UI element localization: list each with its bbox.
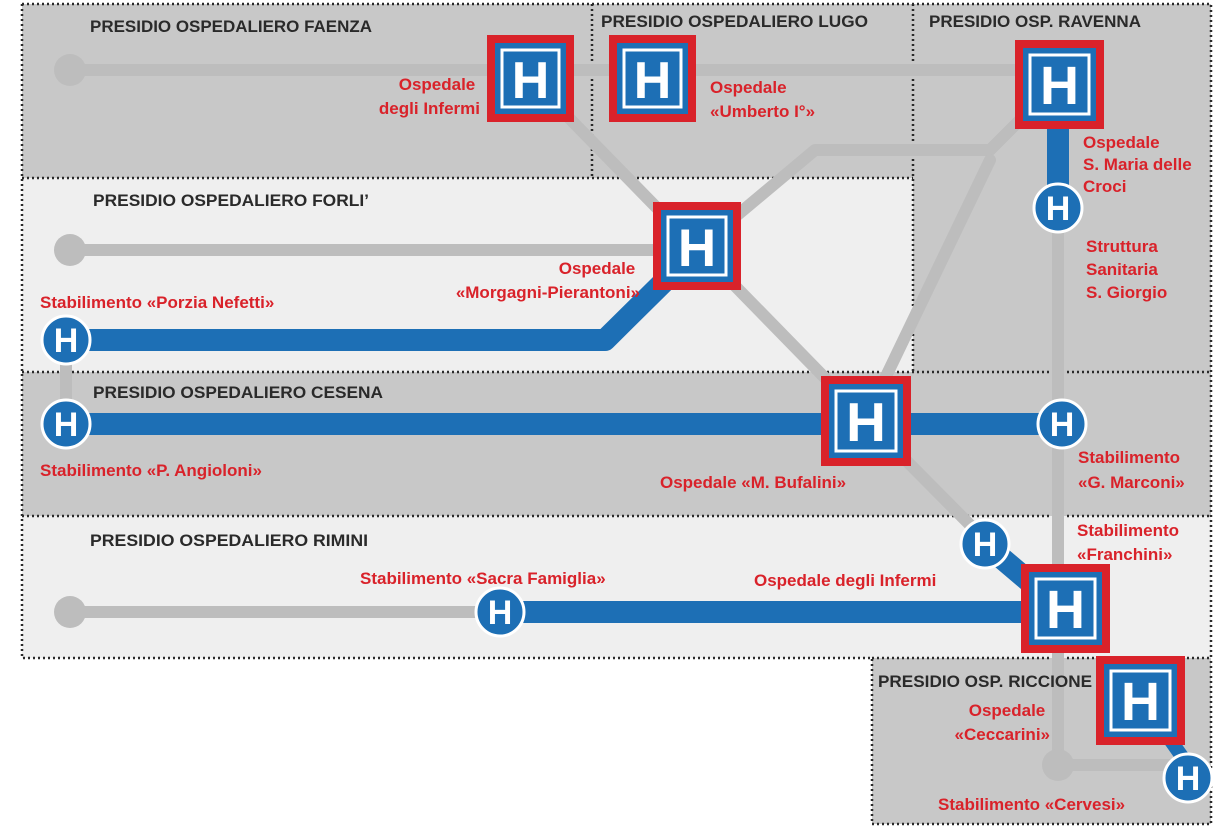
zone-title-faenza: PRESIDIO OSPEDALIERO FAENZA bbox=[90, 17, 372, 36]
station-marconi[interactable]: H bbox=[1036, 398, 1088, 450]
station-franchini[interactable]: H bbox=[959, 518, 1011, 570]
hospital-h-icon: H bbox=[1040, 56, 1079, 116]
hospital-h-icon: H bbox=[634, 52, 672, 110]
hospital-lugo[interactable]: H bbox=[609, 35, 696, 122]
label-ravenna-hospital: Ospedale S. Maria delle Croci bbox=[1083, 133, 1196, 196]
label-cervesi: Stabilimento «Cervesi» bbox=[938, 795, 1125, 814]
gray-endpoints bbox=[54, 54, 1074, 781]
label-ceccarini: Ospedale «Ceccarini» bbox=[955, 701, 1050, 744]
label-lugo-hospital: Ospedale «Umberto I°» bbox=[710, 78, 815, 121]
hospital-h-icon: H bbox=[1046, 580, 1085, 640]
hospital-h-icon: H bbox=[54, 322, 79, 360]
zone-title-lugo: PRESIDIO OSPEDALIERO LUGO bbox=[601, 12, 868, 31]
zone-title-forli: PRESIDIO OSPEDALIERO FORLI’ bbox=[93, 191, 369, 210]
hospital-riccione[interactable]: H bbox=[1096, 656, 1185, 745]
hospital-forli[interactable]: H bbox=[653, 202, 741, 290]
station-cervesi[interactable]: H bbox=[1162, 752, 1214, 804]
station-nefetti[interactable]: H bbox=[40, 314, 92, 366]
zone-title-riccione: PRESIDIO OSP. RICCIONE bbox=[878, 672, 1092, 691]
label-nefetti: Stabilimento «Porzia Nefetti» bbox=[40, 293, 274, 312]
label-marconi: Stabilimento «G. Marconi» bbox=[1078, 448, 1185, 492]
label-rimini-hospital: Ospedale degli Infermi bbox=[754, 571, 936, 590]
zone-titles: PRESIDIO OSPEDALIERO FAENZA PRESIDIO OSP… bbox=[90, 12, 1141, 691]
zones bbox=[22, 4, 1211, 824]
label-franchini: Stabilimento «Franchini» bbox=[1077, 521, 1184, 564]
hospital-faenza[interactable]: H bbox=[487, 35, 574, 122]
hospital-h-icon: H bbox=[54, 406, 79, 444]
zone-title-ravenna: PRESIDIO OSP. RAVENNA bbox=[929, 12, 1141, 31]
facility-labels: Ospedale degli Infermi Ospedale «Umberto… bbox=[40, 75, 1196, 814]
label-sacra-famiglia: Stabilimento «Sacra Famiglia» bbox=[360, 569, 606, 588]
label-angioloni: Stabilimento «P. Angioloni» bbox=[40, 461, 262, 480]
hospital-ravenna[interactable]: H bbox=[1015, 40, 1104, 129]
hospital-h-icon: H bbox=[1121, 672, 1160, 732]
hospital-h-icon: H bbox=[678, 219, 716, 278]
zone-rimini bbox=[22, 516, 1211, 658]
hospital-h-icon: H bbox=[1050, 406, 1075, 444]
label-forli-hospital: Ospedale «Morgagni-Pierantoni» bbox=[456, 259, 640, 302]
hospital-rimini[interactable]: H bbox=[1021, 564, 1110, 653]
hospital-h-icon: H bbox=[846, 391, 886, 453]
hospital-h-icon: H bbox=[488, 594, 513, 632]
station-sacra-famiglia[interactable]: H bbox=[474, 586, 526, 638]
label-faenza-hospital: Ospedale degli Infermi bbox=[379, 75, 480, 118]
zone-title-cesena: PRESIDIO OSPEDALIERO CESENA bbox=[93, 383, 383, 402]
label-bufalini: Ospedale «M. Bufalini» bbox=[660, 473, 846, 492]
zone-cesena bbox=[22, 372, 1211, 516]
station-sgiorgio[interactable]: H bbox=[1032, 182, 1084, 234]
hospital-h-icon: H bbox=[973, 526, 998, 564]
station-angioloni[interactable]: H bbox=[40, 398, 92, 450]
stations: H H H H H H H bbox=[40, 182, 1214, 804]
hospital-h-icon: H bbox=[1046, 190, 1071, 228]
hospital-h-icon: H bbox=[512, 52, 550, 110]
zone-title-rimini: PRESIDIO OSPEDALIERO RIMINI bbox=[90, 531, 368, 550]
hospitals: H H H H H H bbox=[487, 35, 1185, 745]
hospital-cesena[interactable]: H bbox=[821, 376, 911, 466]
hospital-h-icon: H bbox=[1176, 760, 1201, 798]
label-sgiorgio: Struttura Sanitaria S. Giorgio bbox=[1086, 237, 1167, 302]
